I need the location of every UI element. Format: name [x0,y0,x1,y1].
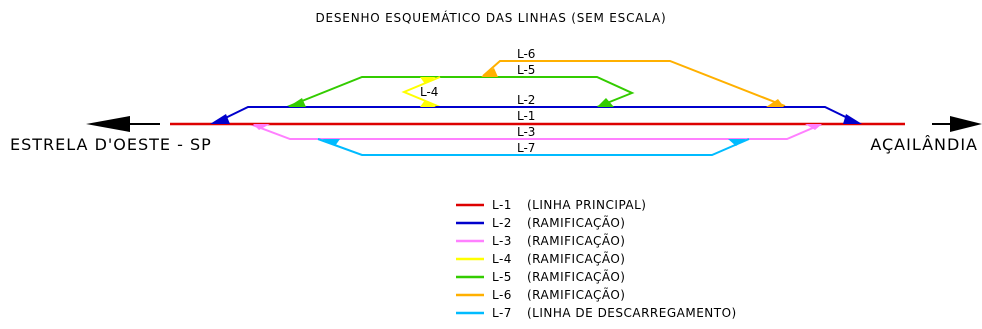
track-label: L-4 [420,85,438,99]
track-label: L-6 [517,47,535,61]
legend-item-L-5: L-5 (RAMIFICAÇÃO) [456,269,625,284]
legend-desc: (LINHA PRINCIPAL) [527,198,646,212]
legend-line-id: L-3 [492,234,512,248]
legend-desc: (RAMIFICAÇÃO) [527,287,625,302]
switch-marker [288,98,306,107]
switch-marker [843,114,862,124]
legend-desc: (LINHA DE DESCARREGAMENTO) [527,306,737,320]
track-label: L-2 [517,93,535,107]
legend-item-L-4: L-4 (RAMIFICAÇÃO) [456,251,625,266]
track-L-5 [286,76,635,108]
legend-item-L-7: L-7 (LINHA DE DESCARREGAMENTO) [456,306,737,320]
track-label: L-7 [517,141,535,155]
legend-desc: (RAMIFICAÇÃO) [527,215,625,230]
legend-desc: (RAMIFICAÇÃO) [527,233,625,248]
legend-line-id: L-1 [492,198,512,212]
switch-marker [597,98,614,107]
city-right-label: AÇAILÂNDIA [870,135,978,154]
switch-marker [253,124,270,130]
track-L-2 [212,106,861,125]
legend-line-id: L-5 [492,270,512,284]
arrow-left-icon [86,116,160,132]
arrow-right-icon [932,116,982,132]
legend-line-id: L-4 [492,252,512,266]
track-L-3 [249,123,823,140]
switch-marker [805,124,822,130]
legend-line-id: L-2 [492,216,512,230]
track-label: L-5 [517,63,535,77]
switch-marker [322,139,340,146]
switch-marker [766,99,784,107]
switch-marker [420,77,436,84]
switch-marker [420,100,436,107]
legend-item-L-1: L-1 (LINHA PRINCIPAL) [456,198,646,212]
legend-line-id: L-7 [492,306,512,320]
track-L-6 [482,60,786,107]
legend-item-L-2: L-2 (RAMIFICAÇÃO) [456,215,625,230]
switch-marker [728,139,746,146]
diagram-title: DESENHO ESQUEMÁTICO DAS LINHAS (SEM ESCA… [315,10,666,25]
track-L-7 [317,138,750,156]
legend-item-L-3: L-3 (RAMIFICAÇÃO) [456,233,625,248]
legend-item-L-6: L-6 (RAMIFICAÇÃO) [456,287,625,302]
track-label: L-1 [517,109,535,123]
legend: L-1 (LINHA PRINCIPAL) L-2 (RAMIFICAÇÃO) … [456,198,737,320]
switch-marker [481,68,498,77]
legend-desc: (RAMIFICAÇÃO) [527,269,625,284]
legend-line-id: L-6 [492,288,512,302]
track-label: L-3 [517,125,535,139]
city-left-label: ESTRELA D'OESTE - SP [10,135,212,154]
switch-marker [210,114,230,124]
legend-desc: (RAMIFICAÇÃO) [527,251,625,266]
